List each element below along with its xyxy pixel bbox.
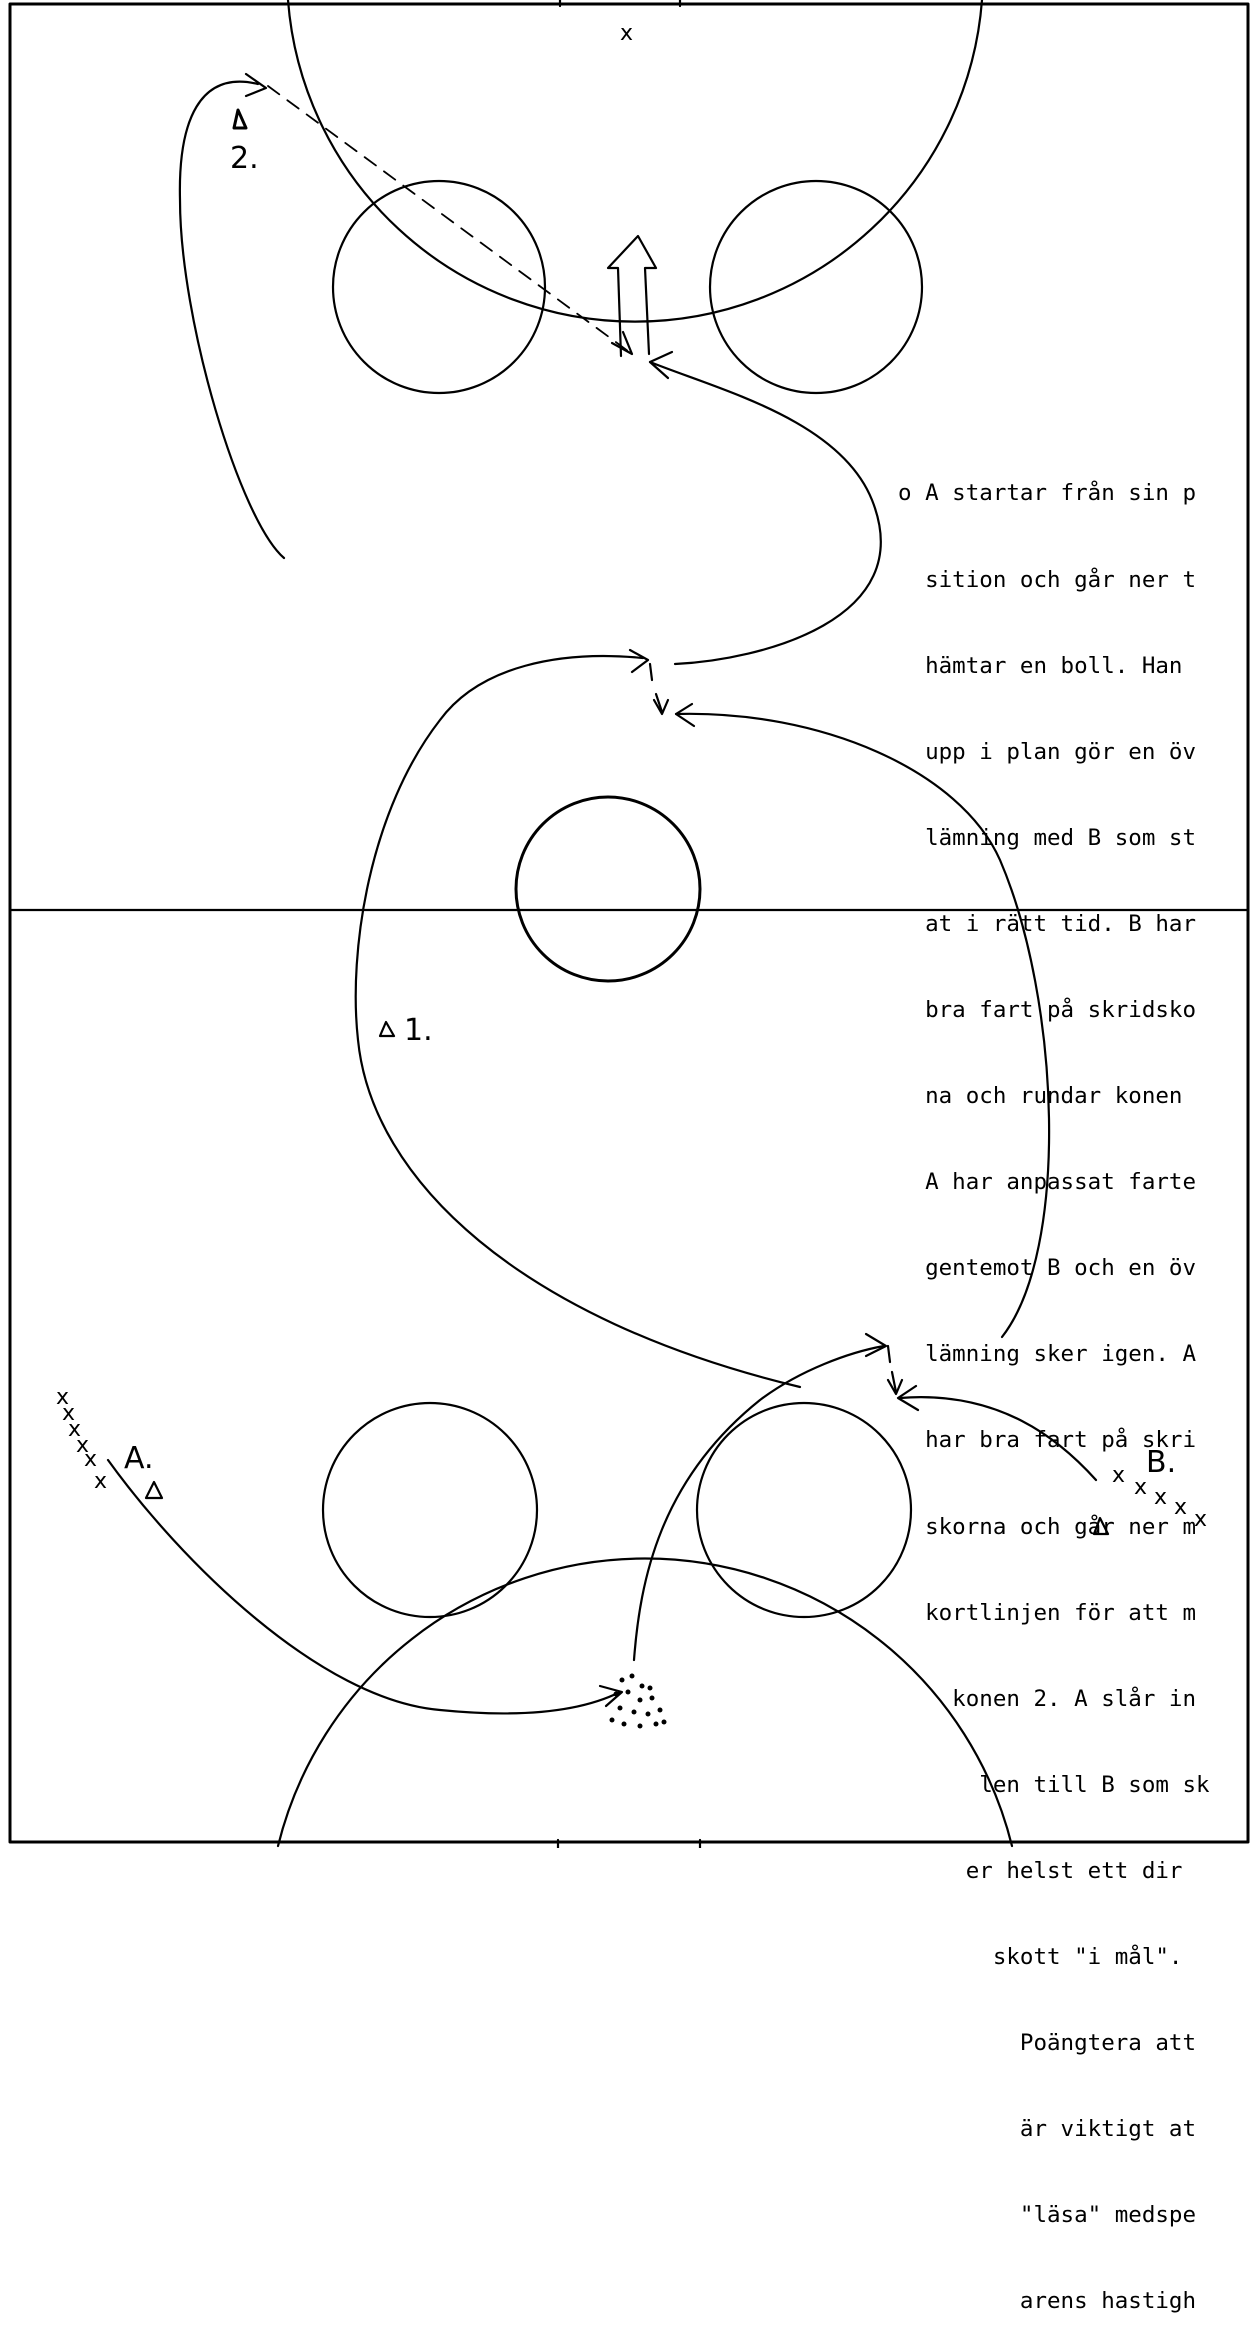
cone-2-icon xyxy=(232,108,248,130)
center-right-arrowhead xyxy=(674,702,696,728)
player-b-3: x xyxy=(1154,1485,1167,1510)
lower-dash-1 xyxy=(886,1344,892,1364)
pass-arrowhead xyxy=(610,330,634,356)
instruction-line: len till B som sk xyxy=(898,1771,1210,1798)
center-left-arrowhead xyxy=(628,648,650,674)
player-1-label: 1. xyxy=(404,1013,433,1048)
faceoff-circle-bottom-right xyxy=(695,1401,913,1619)
skating-path-puck-up xyxy=(632,1344,886,1662)
player-a-2: x xyxy=(62,1401,75,1426)
instruction-line: lämning sker igen. A xyxy=(898,1341,1197,1368)
instruction-line: är viktigt at xyxy=(898,2116,1197,2143)
skating-path-2-arrowhead xyxy=(244,72,268,98)
player-2-label: 2. xyxy=(230,141,259,176)
player-a-6: x xyxy=(94,1469,107,1494)
instruction-line: Poängtera att xyxy=(898,2030,1197,2057)
group-a-label: A. xyxy=(124,1441,154,1476)
faceoff-circle-top-right xyxy=(708,179,924,395)
player-a-1: x xyxy=(56,1385,69,1410)
player-b-2: x xyxy=(1134,1475,1147,1500)
instruction-line: arens hastigh xyxy=(898,2288,1197,2315)
instruction-line: skorna och går ner m xyxy=(898,1513,1197,1540)
skating-path-center-right xyxy=(674,712,1051,1339)
player-b-4: x xyxy=(1174,1495,1187,1520)
instruction-line: konen 2. A slår in xyxy=(898,1685,1197,1712)
player-a-4: x xyxy=(76,1433,89,1458)
instruction-line: lämning med B som st xyxy=(898,824,1197,851)
drill-instructions: o A startar från sin p sition och går ne… xyxy=(898,422,1255,2345)
lower-down-arrowhead xyxy=(886,1378,904,1396)
lower-dash-2 xyxy=(890,1370,898,1394)
cone-1-icon xyxy=(378,1020,396,1038)
center-dash-1 xyxy=(648,662,654,682)
a-path-arrowhead xyxy=(598,1684,624,1708)
instruction-line: o A startar från sin p xyxy=(898,480,1197,507)
skating-path-player-2 xyxy=(178,80,286,560)
center-down-arrowhead xyxy=(652,698,670,716)
goalie-mark: x xyxy=(620,21,633,46)
cone-b-icon xyxy=(1092,1516,1110,1536)
instruction-line: A har anpassat farte xyxy=(898,1169,1197,1196)
instruction-line: na och rundar konen xyxy=(898,1083,1183,1110)
instruction-line: "läsa" medspe xyxy=(898,2202,1197,2229)
skating-path-upper-loop xyxy=(648,360,882,666)
player-a-3: x xyxy=(68,1417,81,1442)
faceoff-circle-bottom-left xyxy=(321,1401,539,1619)
instruction-line: gentemot B och en öv xyxy=(898,1255,1197,1282)
pass-line-dashed xyxy=(267,85,633,355)
shot-arrow xyxy=(606,234,658,358)
instruction-line: at i rätt tid. B har xyxy=(898,910,1197,937)
instruction-line: bra fart på skridsko xyxy=(898,996,1197,1023)
instruction-line: er helst ett dir xyxy=(898,1857,1183,1884)
center-dash-2 xyxy=(654,692,664,714)
puck-up-arrowhead xyxy=(864,1332,888,1358)
player-b-1: x xyxy=(1112,1463,1125,1488)
skating-path-center-left xyxy=(354,655,802,1389)
upper-loop-arrowhead xyxy=(648,350,674,380)
rink-diagram: 2. 1. A. B. x x x x x x x x x x x x xyxy=(8,0,1250,1848)
puck-pile xyxy=(609,1673,667,1729)
instruction-line: sition och går ner t xyxy=(898,566,1197,593)
b-path-arrowhead xyxy=(896,1384,920,1412)
instruction-line: hämtar en boll. Han xyxy=(898,652,1183,679)
faceoff-circle-top-left xyxy=(331,179,547,395)
instruction-line: kortlinjen för att m xyxy=(898,1599,1197,1626)
player-line-b: x x x x x xyxy=(1112,1463,1207,1532)
skating-path-b xyxy=(898,1396,1098,1482)
rink-boundary xyxy=(8,2,1250,1844)
player-a-5: x xyxy=(84,1447,97,1472)
center-circle xyxy=(514,795,702,983)
bottom-goal-area-arc xyxy=(276,1557,1014,1848)
top-goal-area-arc xyxy=(286,0,984,323)
instruction-line: skott "i mål". xyxy=(898,1944,1183,1970)
player-line-a: x x x x x x xyxy=(56,1385,107,1494)
instruction-line: har bra fart på skri xyxy=(898,1427,1197,1454)
player-b-5: x xyxy=(1194,1507,1207,1532)
instruction-line: upp i plan gör en öv xyxy=(898,738,1197,765)
skating-path-a-to-puck xyxy=(106,1458,622,1715)
cone-a-icon xyxy=(144,1480,164,1500)
group-b-label: B. xyxy=(1146,1445,1176,1480)
